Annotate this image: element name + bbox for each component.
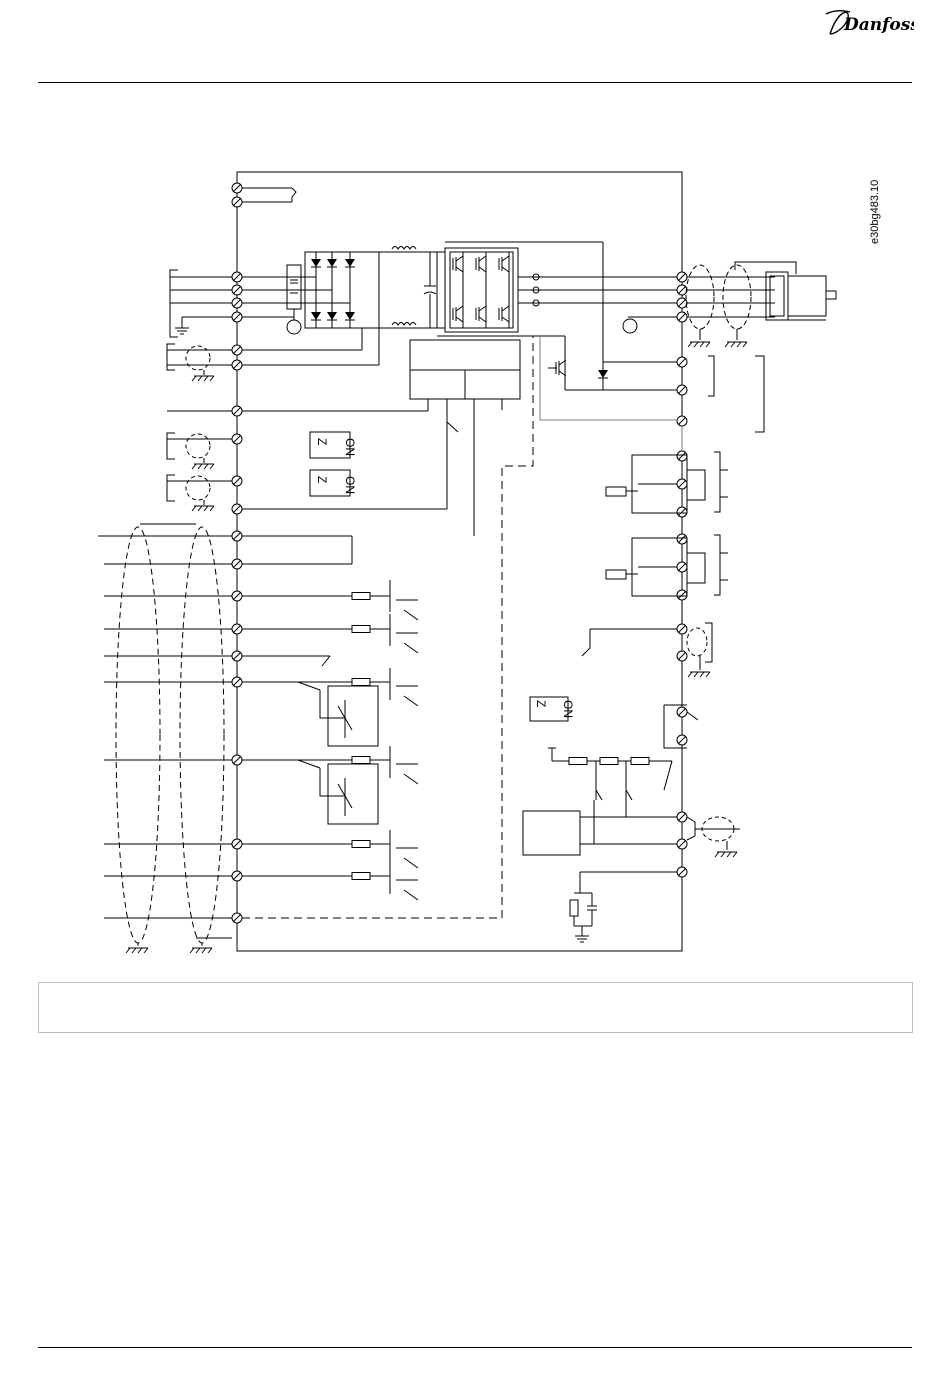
figure-code-text: e30bg483.10 — [869, 180, 881, 244]
drive-enclosure — [237, 172, 682, 951]
input-resistors — [352, 593, 649, 880]
dip-switch-3-on-label: ON — [561, 700, 575, 718]
dip-switch-2-on-label: ON — [343, 476, 357, 494]
wiring-diagram: ON ON ON Z Z Z — [0, 0, 950, 980]
dip-switch-3-off-label: Z — [534, 700, 548, 707]
dip-switch-2-off-label: Z — [315, 476, 329, 483]
footer-rule — [38, 1347, 912, 1348]
figure-caption — [38, 982, 913, 1033]
dip-switch-1-on-label: ON — [343, 438, 357, 456]
ground-symbols — [126, 322, 747, 953]
dip-switch-1-off-label: Z — [315, 438, 329, 445]
figure-code: e30bg483.10 — [858, 170, 888, 246]
